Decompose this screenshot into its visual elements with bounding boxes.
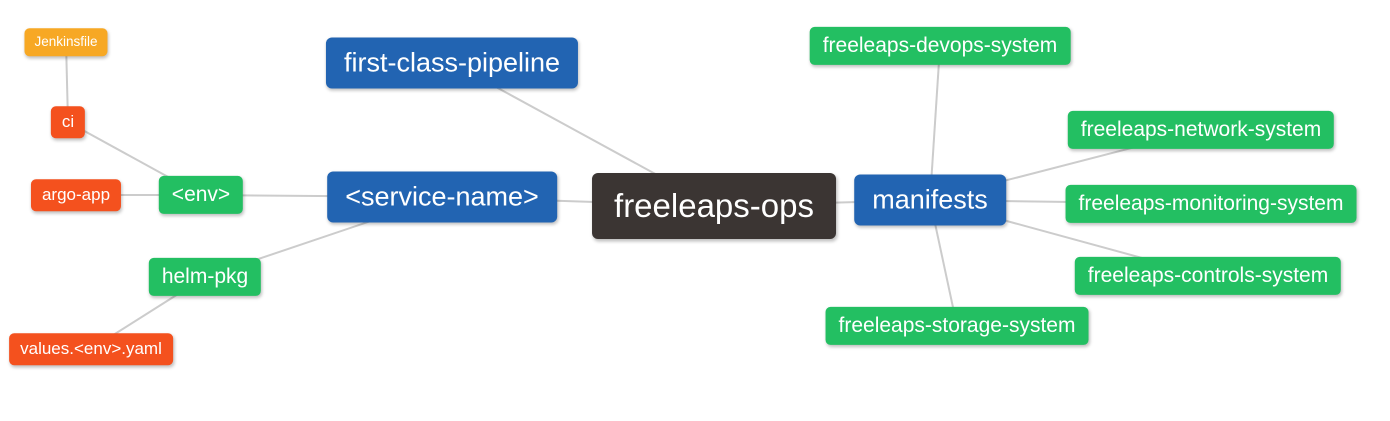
node-env[interactable]: <env> <box>158 175 244 215</box>
node-network-system[interactable]: freeleaps-network-system <box>1067 110 1335 150</box>
node-storage-system[interactable]: freeleaps-storage-system <box>825 306 1089 346</box>
node-helm-pkg[interactable]: helm-pkg <box>148 257 262 297</box>
node-first-class-pipeline[interactable]: first-class-pipeline <box>325 37 579 89</box>
node-argo-app[interactable]: argo-app <box>30 179 122 211</box>
node-ci[interactable]: ci <box>50 106 86 138</box>
node-devops-system[interactable]: freeleaps-devops-system <box>809 26 1071 66</box>
node-monitoring-system[interactable]: freeleaps-monitoring-system <box>1065 184 1357 224</box>
node-values-env-yaml[interactable]: values.<env>.yaml <box>9 333 173 365</box>
node-controls-system[interactable]: freeleaps-controls-system <box>1074 256 1342 296</box>
node-jenkinsfile[interactable]: Jenkinsfile <box>24 28 108 56</box>
node-manifests[interactable]: manifests <box>854 174 1006 226</box>
node-freeleaps-ops[interactable]: freeleaps-ops <box>592 173 836 239</box>
node-service-name[interactable]: <service-name> <box>327 171 557 223</box>
